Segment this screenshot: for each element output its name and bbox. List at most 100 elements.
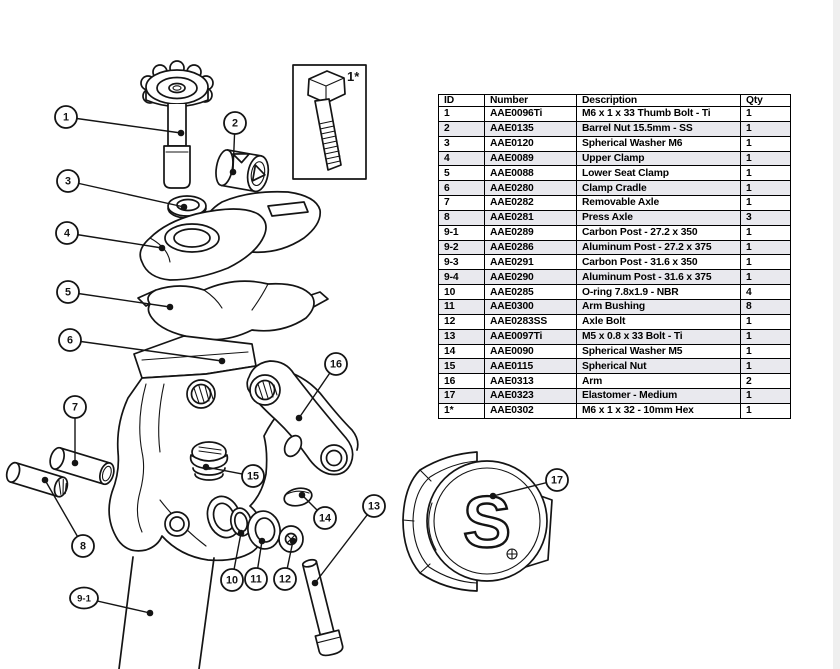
table-cell: 1 [740, 120, 791, 137]
callout-7: 7 [63, 395, 87, 467]
table-cell: 15 [438, 358, 485, 375]
callout-10: 10 [220, 529, 245, 592]
table-cell: AAE0286 [484, 239, 577, 256]
table-cell: 1 [740, 328, 791, 345]
table-cell: AAE0290 [484, 269, 577, 286]
callout-15: 15 [202, 463, 265, 488]
table-cell: AAE0285 [484, 284, 577, 300]
table-cell: AAE0313 [484, 373, 577, 390]
part-m5-bolt [301, 558, 344, 657]
right-edge-strip [833, 0, 840, 669]
svg-text:11: 11 [250, 574, 261, 586]
callout-12: 12 [273, 537, 297, 591]
part-spherical-nut [189, 441, 229, 481]
callout-9-1: 9-1 [69, 586, 154, 617]
table-cell: 14 [438, 343, 485, 360]
callout-17: 17 [489, 468, 569, 500]
table-cell: Press Axle [576, 209, 741, 226]
part-thumb-bolt [140, 60, 214, 189]
table-cell: 1 [740, 135, 791, 152]
table-cell: Upper Clamp [576, 150, 741, 167]
table-cell: 1 [740, 150, 791, 167]
table-cell: AAE0281 [484, 209, 577, 226]
table-cell: O-ring 7.8x1.9 - NBR [576, 284, 741, 300]
callout-8: 8 [41, 476, 95, 558]
table-cell: 1 [740, 269, 791, 286]
table-cell: Barrel Nut 15.5mm - SS [576, 120, 741, 137]
table-cell: 16 [438, 373, 485, 390]
svg-text:6: 6 [67, 335, 73, 347]
svg-text:15: 15 [247, 471, 259, 483]
table-cell: 12 [438, 313, 485, 330]
table-cell: AAE0323 [484, 388, 577, 404]
svg-text:5: 5 [65, 287, 71, 299]
table-cell: 2 [438, 120, 485, 137]
table-cell: AAE0089 [484, 150, 577, 167]
table-cell: 1 [740, 165, 791, 182]
table-cell: AAE0283SS [484, 313, 577, 330]
callout-14: 14 [298, 491, 337, 530]
table-cell: 2 [740, 373, 791, 390]
column-header: Qty [740, 94, 791, 107]
table-cell: AAE0302 [484, 402, 577, 420]
table-cell: 17 [438, 388, 485, 404]
callout-11: 11 [244, 537, 268, 591]
table-cell: AAE0282 [484, 195, 577, 211]
table-cell: 1* [438, 402, 485, 420]
table-cell: 6 [438, 180, 485, 197]
column-header: Description [576, 94, 741, 107]
svg-text:14: 14 [319, 513, 331, 525]
table-cell: M6 x 1 x 33 Thumb Bolt - Ti [576, 106, 741, 122]
detail-box-label: 1* [347, 69, 360, 84]
table-cell: 1 [740, 239, 791, 256]
svg-text:3: 3 [65, 176, 71, 188]
table-cell: 1 [740, 388, 791, 404]
svg-text:7: 7 [72, 402, 78, 414]
callout-6: 6 [58, 328, 226, 365]
table-cell: 8 [740, 298, 791, 315]
column-header: Number [484, 94, 577, 107]
part-lower-seat-clamp [137, 280, 329, 341]
svg-text:1: 1 [63, 112, 69, 124]
table-cell: 5 [438, 165, 485, 182]
table-cell: Aluminum Post - 31.6 x 375 [576, 269, 741, 286]
table-cell: 1 [740, 358, 791, 375]
table-cell: AAE0120 [484, 135, 577, 152]
table-cell: 1 [740, 313, 791, 330]
svg-text:2: 2 [232, 118, 238, 130]
svg-text:4: 4 [64, 228, 70, 240]
table-cell: AAE0300 [484, 298, 577, 315]
table-cell: Lower Seat Clamp [576, 165, 741, 182]
table-cell: 4 [740, 284, 791, 300]
table-cell: Spherical Washer M6 [576, 135, 741, 152]
table-cell: 9-3 [438, 254, 485, 271]
table-cell: Arm Bushing [576, 298, 741, 315]
table-cell: 1 [740, 180, 791, 197]
svg-text:10: 10 [226, 575, 238, 587]
table-cell: AAE0289 [484, 224, 577, 241]
callout-2: 2 [223, 111, 247, 176]
table-cell: Spherical Nut [576, 358, 741, 375]
table-cell: 9-2 [438, 239, 485, 256]
callout-16: 16 [295, 352, 348, 422]
callout-5: 5 [56, 280, 174, 311]
part-upper-clamp [139, 190, 322, 281]
detail-box: 1* [292, 64, 367, 180]
table-cell: 9-4 [438, 269, 485, 286]
